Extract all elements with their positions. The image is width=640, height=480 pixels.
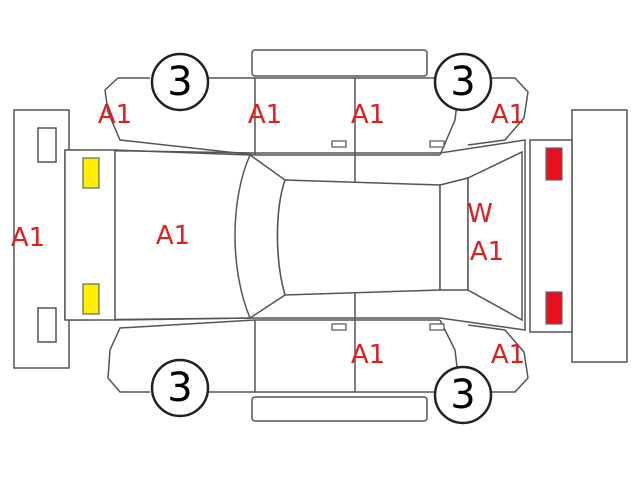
rear-lamp-bottom: [545, 291, 563, 325]
mark-front-bumper: A1: [11, 223, 45, 253]
front-bumper: [13, 109, 70, 369]
mark-rear-window-a: A1: [470, 237, 504, 267]
tire-front-right: 3: [150, 358, 210, 418]
mark-door-rear-left: A1: [351, 100, 385, 130]
side-view-left: [104, 49, 529, 188]
tire-rear-right: 3: [433, 365, 493, 425]
mark-door-rear-right: A1: [351, 340, 385, 370]
tire-rear-right-grade: 3: [450, 372, 475, 418]
rear-bumper: [571, 109, 628, 363]
tire-rear-left-grade: 3: [450, 59, 475, 105]
tire-front-left-grade: 3: [167, 59, 192, 105]
mark-hood: A1: [156, 221, 190, 251]
mark-fender-front-left: A1: [98, 100, 132, 130]
tire-front-right-grade: 3: [167, 365, 192, 411]
tire-rear-left: 3: [433, 52, 493, 112]
mark-quarter-rear-right: A1: [491, 340, 525, 370]
mark-rear-window-w: W: [467, 199, 493, 229]
front-lamp-top: [82, 157, 100, 189]
tire-front-left: 3: [150, 52, 210, 112]
mark-quarter-rear-left: A1: [491, 100, 525, 130]
mark-door-front-left: A1: [248, 100, 282, 130]
car-top-view: [64, 139, 573, 333]
front-lamp-bottom: [82, 283, 100, 315]
side-view-right: [107, 290, 529, 422]
rear-lamp-top: [545, 147, 563, 181]
